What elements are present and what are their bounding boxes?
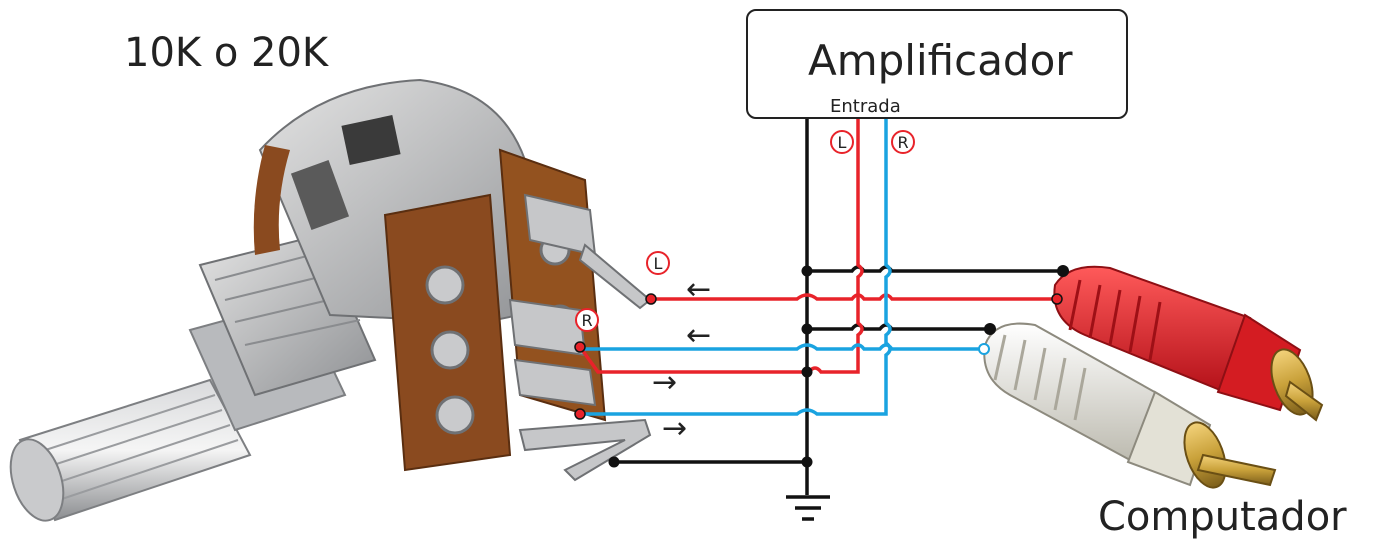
ground-to-red-plug: [807, 265, 1063, 273]
signal-arrows: ← ← → →: [652, 272, 711, 446]
pot-left-marker: L: [654, 254, 663, 273]
ground-symbol: [786, 495, 830, 521]
left-channel-wires: [578, 119, 1057, 374]
terminal-dot: [1057, 265, 1069, 277]
junction-dot: [801, 456, 813, 468]
amp-right-input-wire: [580, 119, 892, 416]
rca-plug-white: [983, 322, 1277, 489]
amp-left-input-wire: [807, 119, 864, 374]
terminal-dot: [1051, 293, 1063, 305]
amplifier-label: Amplificador: [808, 36, 1073, 85]
amplifier-input-label: Entrada: [830, 96, 901, 117]
pot-in-right-wire: [580, 343, 984, 351]
potentiometer-image: [9, 78, 652, 522]
pot-right-marker: R: [581, 311, 592, 330]
terminal-dot: [608, 456, 620, 468]
terminal-dot: [645, 293, 657, 305]
channel-markers: L R L R: [575, 130, 915, 332]
terminal-dot: [984, 323, 996, 335]
arrow-right-icon: →: [662, 411, 687, 446]
junction-dot: [801, 323, 813, 335]
terminal-dot: [978, 343, 990, 355]
arrow-left-icon: ←: [686, 272, 711, 307]
terminal-dot: [574, 408, 586, 420]
amp-left-marker: L: [838, 133, 847, 152]
rca-plug-red: [1053, 265, 1324, 422]
right-channel-wires: [580, 119, 984, 416]
pot-in-left-wire: [651, 293, 1057, 301]
terminal-dot: [574, 341, 586, 353]
pot-terminals: [508, 193, 652, 482]
pot-out-left-wire: [578, 345, 807, 374]
ground-to-white-plug: [807, 323, 990, 331]
pot-title: 10K o 20K: [124, 30, 329, 76]
amp-right-marker: R: [897, 133, 908, 152]
arrow-left-icon: ←: [686, 318, 711, 353]
computer-label: Computador: [1098, 494, 1347, 540]
arrow-right-icon: →: [652, 365, 677, 400]
amplifier-box: [746, 9, 1128, 119]
junction-dot: [801, 265, 813, 277]
junction-dot: [801, 366, 813, 378]
junction-dots: [574, 265, 1069, 468]
